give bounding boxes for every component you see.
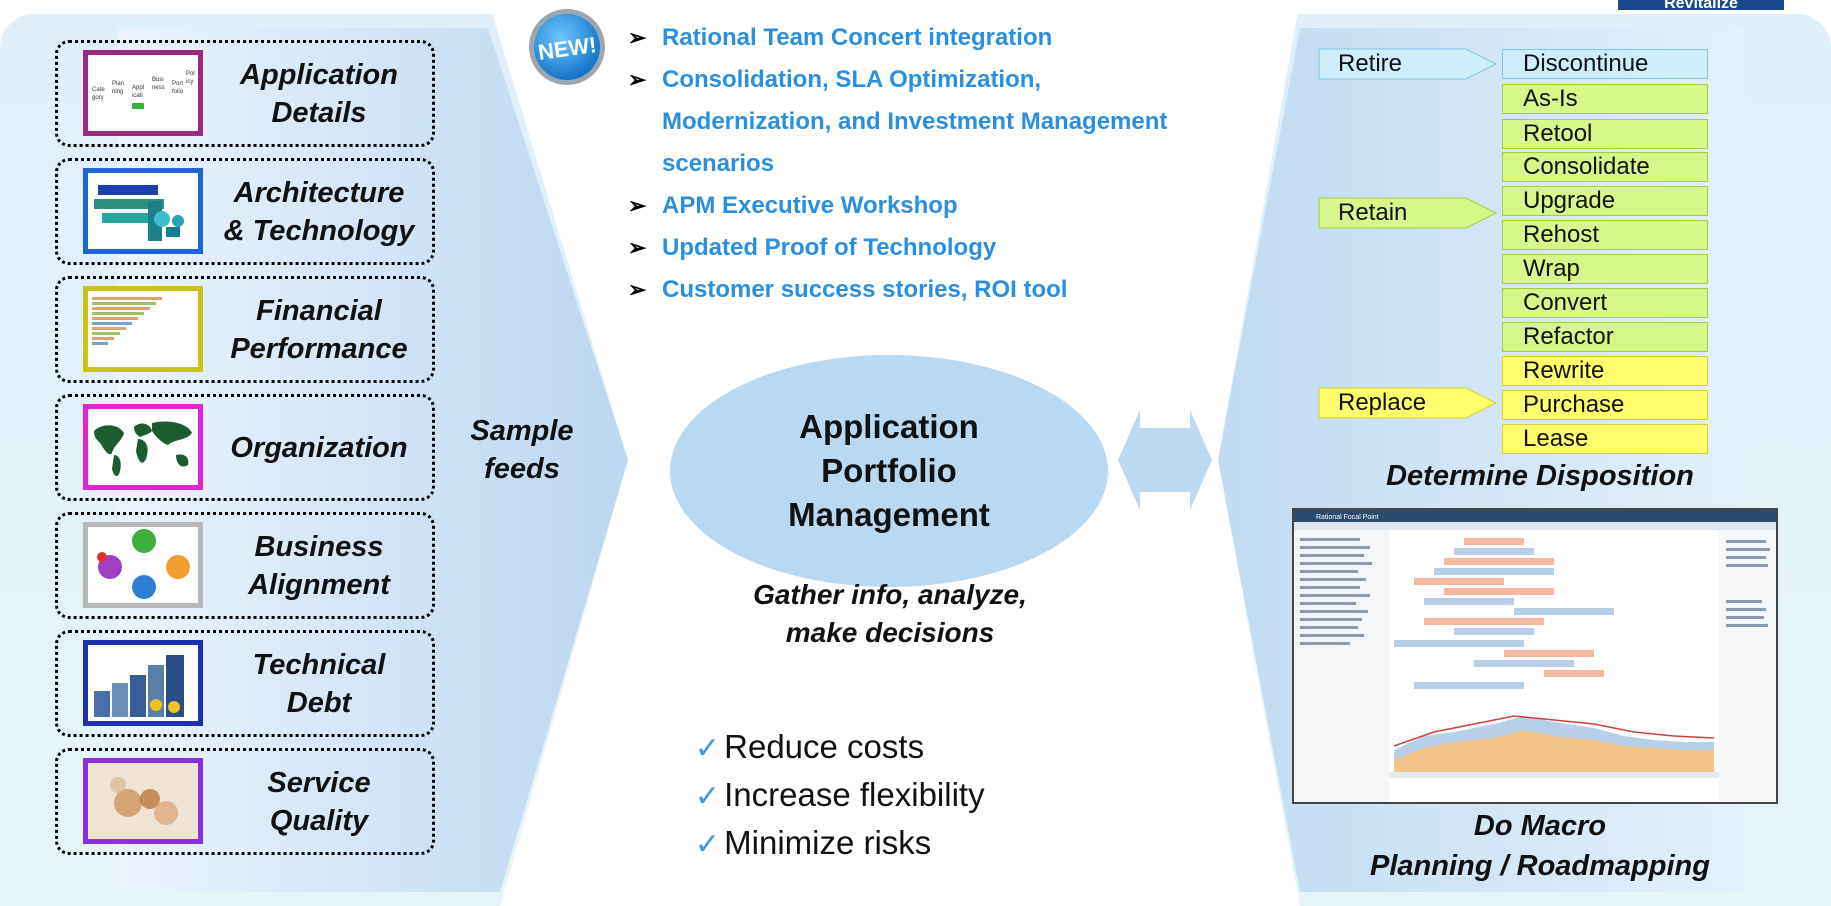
svg-text:gory: gory (92, 95, 104, 101)
service-quality-thumbnail (83, 758, 203, 844)
revitalize-tag: Revitalize (1618, 0, 1784, 10)
check-icon: ✓ (695, 732, 721, 765)
roadmap-title: Do Macro Planning / Roadmapping (1370, 810, 1710, 882)
new-feature-item: ➢Updated Proof of Technology (628, 234, 997, 261)
feed-label: Business Alignment (248, 530, 390, 601)
disposition-option: Lease (1502, 424, 1708, 454)
benefit-item: ✓Minimize risks (695, 824, 932, 861)
application-details-thumbnail: Cate gory Plan ning Appl icati Busi ness Por… (83, 50, 203, 136)
roadmap-app-header: Rational Focal Point (1316, 514, 1379, 521)
financial-thumbnail (83, 286, 203, 372)
roadmap-screenshot: Rational Focal Point (1292, 508, 1778, 804)
disposition-option: As-Is (1502, 84, 1708, 114)
feed-card-business: Business Alignment (55, 512, 435, 619)
organization-thumbnail (83, 404, 203, 490)
new-feature-item: ➢APM Executive Workshop (628, 192, 958, 219)
feed-card-financial: Financial Performance (55, 276, 435, 383)
feed-label: Financial Performance (230, 294, 408, 365)
architecture-thumbnail (83, 168, 203, 254)
new-feature-item-continued: Modernization, and Investment Management (662, 108, 1168, 135)
disposition-option: Convert (1502, 288, 1708, 318)
feed-card-technical-debt: Technical Debt (55, 630, 435, 737)
feed-label: Application Details (240, 58, 398, 129)
check-icon: ✓ (695, 780, 721, 813)
feed-card-service-quality: Service Quality (55, 748, 435, 855)
new-feature-item: ➢Consolidation, SLA Optimization, (628, 66, 1042, 93)
feed-card-application-details: Cate gory Plan ning Appl icati Busi ness Por… (55, 40, 435, 147)
replace-arrow-shape (1318, 387, 1498, 419)
apm-title: Application Portfolio Management (788, 408, 990, 533)
new-feature-item-continued: scenarios (662, 150, 775, 177)
svg-text:Busi: Busi (152, 77, 164, 83)
new-feature-item: ➢Rational Team Concert integration (628, 24, 1053, 51)
apm-subtitle: Gather info, analyze, make decisions (753, 579, 1027, 648)
svg-text:Pol: Pol (186, 71, 195, 77)
apm-ellipse: Application Portfolio Management (670, 355, 1108, 587)
svg-text:icy: icy (186, 79, 193, 85)
category-retire: Retire (1338, 50, 1403, 77)
disposition-option: Upgrade (1502, 186, 1708, 216)
svg-text:Port: Port (172, 81, 183, 87)
new-badge-icon: NEW! (529, 9, 605, 85)
roadmap-screenshot-image: Rational Focal Point (1294, 510, 1776, 802)
financial-gantt-icon (92, 297, 162, 345)
svg-text:Cate: Cate (92, 87, 105, 93)
feed-label: Organization (230, 431, 408, 464)
svg-text:folio: folio (172, 89, 184, 95)
disposition-option: Purchase (1502, 390, 1708, 420)
world-map-icon (94, 421, 192, 477)
feed-label: Architecture & Technology (223, 176, 415, 247)
service-quality-heatmap-icon (88, 763, 198, 839)
svg-text:ness: ness (152, 85, 165, 91)
technical-debt-bars-icon (94, 655, 184, 717)
business-thumbnail (83, 522, 203, 608)
table-thumbnail-icon: Cate gory Plan ning Appl icati Busi ness Por… (92, 71, 195, 109)
benefit-item: ✓Increase flexibility (695, 776, 985, 813)
technical-debt-thumbnail (83, 640, 203, 726)
new-features-list: ➢Rational Team Concert integration ➢Cons… (628, 17, 1238, 311)
disposition-option: Rewrite (1502, 356, 1708, 386)
feed-card-organization: Organization (55, 394, 435, 501)
feed-label: Service Quality (267, 766, 371, 837)
retire-arrow-shape (1318, 48, 1498, 80)
category-retain: Retain (1338, 199, 1408, 226)
feed-card-architecture: Architecture & Technology (55, 158, 435, 265)
category-replace: Replace (1338, 389, 1427, 416)
disposition-option: Retool (1502, 119, 1708, 149)
disposition-option: Refactor (1502, 322, 1708, 352)
retain-arrow-shape (1318, 197, 1498, 229)
svg-text:ning: ning (112, 89, 123, 95)
disposition-option: Wrap (1502, 254, 1708, 284)
svg-text:Plan: Plan (112, 81, 124, 87)
architecture-3d-icon (94, 185, 184, 241)
business-cycle-icon (97, 529, 190, 599)
benefit-item: ✓Reduce costs (695, 728, 925, 765)
disposition-option: Rehost (1502, 220, 1708, 250)
svg-text:Appl: Appl (132, 85, 144, 91)
disposition-title: Determine Disposition (1386, 460, 1694, 492)
svg-text:icati: icati (132, 93, 143, 99)
disposition-option: Consolidate (1502, 152, 1708, 182)
disposition-option: Discontinue (1502, 49, 1708, 79)
new-feature-item: ➢Customer success stories, ROI tool (628, 276, 1068, 303)
sample-feeds-label: Sample feeds (470, 415, 574, 485)
check-icon: ✓ (695, 828, 721, 861)
feed-label: Technical Debt (252, 648, 386, 719)
